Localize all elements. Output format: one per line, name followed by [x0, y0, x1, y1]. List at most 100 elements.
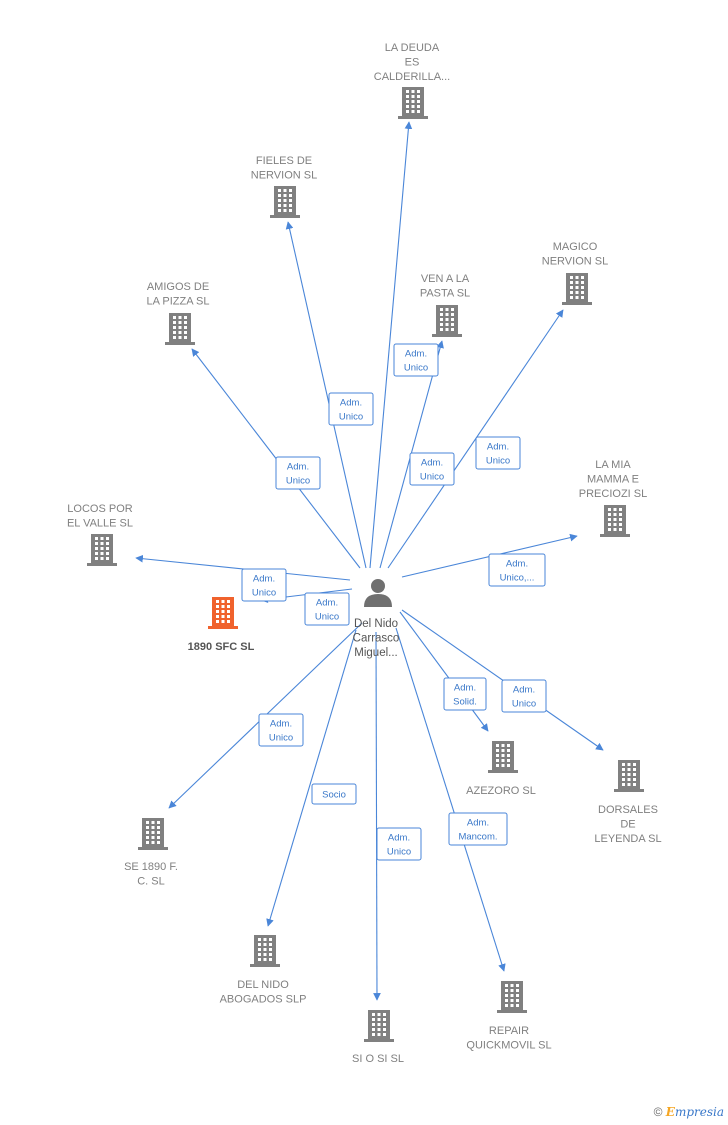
- company-node-ven_a_la_pasta[interactable]: VEN A LA PASTA SL: [420, 273, 470, 337]
- edge-repair: [395, 627, 506, 972]
- relation-text: Unico: [486, 456, 510, 467]
- company-name: PASTA SL: [420, 288, 470, 300]
- company-name: C. SL: [137, 876, 165, 888]
- company-name: DE: [620, 819, 635, 831]
- edge-si_o_si: [373, 631, 381, 1001]
- company-node-repair[interactable]: REPAIR QUICKMOVIL SL: [466, 981, 552, 1052]
- relation-text: Adm.: [340, 398, 362, 409]
- company-name: ABOGADOS SLP: [220, 994, 307, 1006]
- company-node-fieles[interactable]: FIELES DE NERVION SL: [251, 155, 317, 218]
- company-node-sfc_1890[interactable]: 1890 SFC SL: [188, 597, 255, 653]
- relation-label-del_nido_abogados[interactable]: Socio: [311, 783, 357, 805]
- relation-text: Unico: [286, 476, 310, 487]
- building-icon: [614, 760, 644, 792]
- company-node-se_1890[interactable]: SE 1890 F. C. SL: [124, 818, 178, 888]
- relation-text: Adm.: [513, 685, 535, 696]
- company-name: REPAIR: [489, 1025, 529, 1037]
- person-node[interactable]: Del NidoCarrascoMiguel...: [353, 579, 400, 659]
- relation-label-si_o_si[interactable]: Adm.Unico: [376, 827, 422, 861]
- relation-text: Adm.: [287, 462, 309, 473]
- company-name: ES: [405, 57, 420, 69]
- company-name: AMIGOS DE: [147, 281, 209, 293]
- person-icon: [364, 579, 392, 607]
- building-icon: [138, 818, 168, 850]
- relation-text: Unico,...: [500, 573, 535, 584]
- company-name: LA MIA: [595, 459, 631, 471]
- company-node-si_o_si[interactable]: SI O SI SL: [352, 1010, 404, 1065]
- relation-text: Adm.: [270, 719, 292, 730]
- relation-label-fieles[interactable]: Adm. Unico: [328, 392, 374, 426]
- relation-text: Adm.: [506, 559, 528, 570]
- relation-text: Adm.: [487, 442, 509, 453]
- relation-text: Adm.: [253, 574, 275, 585]
- building-icon: [87, 534, 117, 566]
- building-icon: [250, 935, 280, 967]
- relation-label-se_1890[interactable]: Adm. Unico: [258, 713, 304, 747]
- relation-label-dorsales[interactable]: Adm. Unico: [501, 679, 547, 713]
- relation-label-sfc_1890[interactable]: Adm.Unico: [304, 592, 350, 626]
- company-name: QUICKMOVIL SL: [466, 1040, 551, 1052]
- edge-la_deuda: [369, 121, 413, 569]
- company-name: EL VALLE SL: [67, 518, 133, 530]
- company-name: PRECIOZI SL: [579, 488, 647, 500]
- building-icon: [562, 273, 592, 305]
- relation-text: Unico: [252, 588, 276, 599]
- company-node-la_deuda[interactable]: LA DEUDA ES CALDERILLA...: [374, 42, 450, 119]
- company-node-amigos[interactable]: AMIGOS DE LA PIZZA SL: [147, 281, 210, 345]
- relation-text: Unico: [339, 412, 363, 423]
- company-name: AZEZORO SL: [466, 785, 536, 797]
- edge-del_nido_abogados: [266, 629, 357, 927]
- brand-logo: Empresia: [665, 1105, 724, 1119]
- building-icon: [364, 1010, 394, 1042]
- edge-azezoro: [399, 611, 489, 732]
- company-name: CALDERILLA...: [374, 71, 450, 83]
- relation-label-la_deuda[interactable]: Adm.Unico: [393, 343, 439, 377]
- building-icon: [497, 981, 527, 1013]
- relation-label-azezoro[interactable]: Adm.Solid.: [443, 677, 487, 711]
- company-name: 1890 SFC SL: [188, 641, 255, 653]
- company-name: DORSALES: [598, 804, 658, 816]
- company-name: VEN A LA: [421, 273, 470, 285]
- building-icon: [600, 505, 630, 537]
- relation-text: Unico: [269, 733, 293, 744]
- relation-label-locos[interactable]: Adm. Unico: [241, 568, 287, 602]
- company-name: FIELES DE: [256, 155, 312, 167]
- company-name: NERVION SL: [542, 256, 608, 268]
- relation-text: Adm.: [405, 349, 427, 360]
- building-icon: [270, 186, 300, 218]
- relation-label-magico[interactable]: Adm. Unico: [475, 436, 521, 470]
- company-name: LA DEUDA: [385, 42, 440, 54]
- copyright-symbol: ©: [653, 1105, 663, 1119]
- company-name: LA PIZZA SL: [147, 296, 210, 308]
- relation-text: Solid.: [453, 697, 477, 708]
- company-name: NERVION SL: [251, 170, 317, 182]
- person-name: Miguel...: [354, 647, 397, 659]
- relation-text: Adm.: [388, 833, 410, 844]
- relation-label-la_mia_mamma[interactable]: Adm. Unico,...: [488, 553, 546, 587]
- relation-label-ven_a_la_pasta[interactable]: Adm. Unico: [409, 452, 455, 486]
- company-node-del_nido_abogados[interactable]: DEL NIDO ABOGADOS SLP: [220, 935, 307, 1006]
- company-name: SE 1890 F.: [124, 861, 178, 873]
- relation-label-repair[interactable]: Adm. Mancom.: [448, 812, 508, 846]
- edge-fieles: [285, 221, 367, 569]
- company-node-dorsales[interactable]: DORSALES DE LEYENDA SL: [594, 760, 662, 845]
- relation-text: Adm.: [467, 818, 489, 829]
- company-node-azezoro[interactable]: AZEZORO SL: [466, 741, 536, 797]
- relation-label-amigos[interactable]: Adm. Unico: [275, 456, 321, 490]
- building-icon: [432, 305, 462, 337]
- relation-text: Mancom.: [458, 832, 497, 843]
- building-icon: [488, 741, 518, 773]
- relation-text: Unico: [512, 699, 536, 710]
- company-name: DEL NIDO: [237, 979, 289, 991]
- relation-text: Unico: [420, 472, 444, 483]
- building-icon: [398, 87, 428, 119]
- relation-text: Socio: [322, 790, 346, 801]
- footer-brand: © Empresia: [654, 1105, 724, 1119]
- company-name: LEYENDA SL: [594, 833, 661, 845]
- relation-text: Adm.: [316, 598, 338, 609]
- relation-text: Adm.: [421, 458, 443, 469]
